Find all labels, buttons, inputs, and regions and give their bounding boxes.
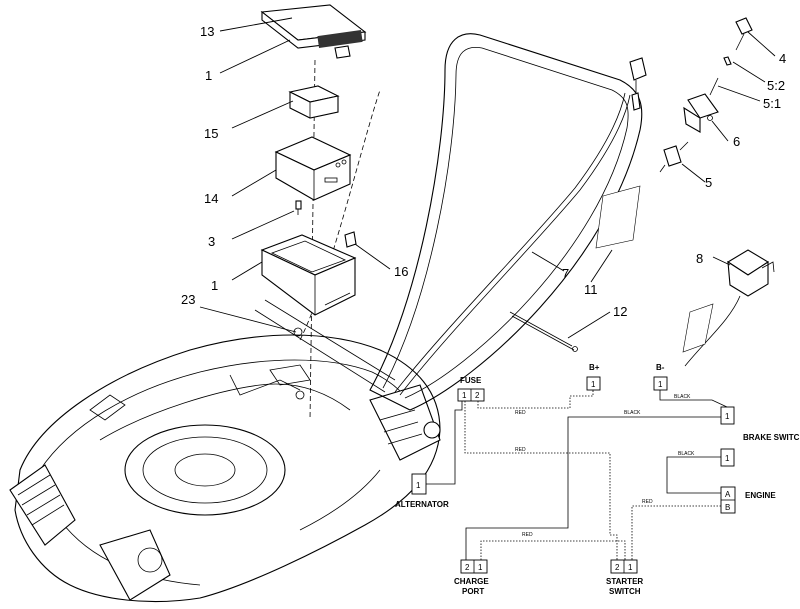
callout-15: 15 — [204, 126, 218, 141]
bminus-pin: 1 — [658, 380, 663, 389]
wire-label-black-3: BLACK — [678, 451, 695, 457]
part-11-decal — [595, 185, 641, 249]
bplus-pin: 1 — [591, 380, 596, 389]
bplus-box — [586, 376, 601, 391]
part-8-charger — [682, 249, 775, 367]
bplus-label: B+ — [589, 363, 600, 372]
starter-switch-label-2: SWITCH — [609, 587, 641, 596]
callout-5-2: 5:2 — [767, 78, 785, 93]
wire-engine-red — [631, 505, 721, 560]
part-14-battery — [274, 136, 352, 201]
callout-1-top: 1 — [205, 68, 212, 83]
wire-alternator-to-fuse — [426, 401, 463, 485]
handle-assembly — [299, 33, 643, 411]
engine-pin-a: A — [725, 490, 731, 499]
callout-4: 4 — [779, 51, 786, 66]
wire-label-black-2: BLACK — [674, 394, 691, 400]
part-15-pad — [288, 85, 340, 119]
callout-1-tray: 1 — [211, 278, 218, 293]
callout-5-1: 5:1 — [763, 96, 781, 111]
wire-fuse-to-starter — [464, 401, 618, 560]
bminus-box — [653, 376, 668, 391]
part-6-switch — [683, 93, 719, 133]
wire-label-black-1: BLACK — [624, 410, 641, 416]
fuse-label: FUSE — [460, 376, 482, 385]
part-5-2-terminal — [723, 56, 732, 66]
charge-port-pin-2: 2 — [465, 563, 470, 572]
alternator-pin: 1 — [416, 481, 421, 490]
engine-pin-1-box — [720, 448, 735, 467]
wire-bminus-to-brake — [659, 390, 728, 408]
part-12-cable-tie — [509, 311, 578, 352]
charge-port-label-1: CHARGE — [454, 577, 489, 586]
starter-switch-pin-1: 1 — [628, 563, 633, 572]
callout-14: 14 — [204, 191, 218, 206]
callout-11: 11 — [584, 282, 598, 297]
callout-16: 16 — [394, 264, 408, 279]
callout-3: 3 — [208, 234, 215, 249]
fuse-pin-2: 2 — [475, 391, 480, 400]
part-3-screw — [295, 200, 302, 215]
starter-switch-pin-2: 2 — [615, 563, 620, 572]
wire-label-red-1: RED — [515, 410, 526, 416]
alternator-label: ALTERNATOR — [395, 500, 449, 509]
wire-black-charge-to-brake — [465, 416, 721, 560]
brake-switch-pin: 1 — [725, 412, 730, 421]
callout-numbers: 13 1 15 14 3 1 16 23 4 5:2 5:1 6 5 7 11 … — [181, 24, 786, 319]
fuse-pin-1: 1 — [462, 391, 467, 400]
part-16-clip — [344, 231, 357, 248]
wire-harness — [394, 57, 647, 396]
wire-label-red-2: RED — [515, 447, 526, 453]
callout-8: 8 — [696, 251, 703, 266]
brake-switch-label: BRAKE SWITCH — [743, 433, 800, 442]
callout-13: 13 — [200, 24, 214, 39]
wire-label-red-3: RED — [642, 499, 653, 505]
wire-red-charge-to-starter — [480, 540, 626, 560]
starter-switch-label-1: STARTER — [606, 577, 643, 586]
part-1-battery-tray — [260, 234, 357, 316]
wiring-schematic: FUSE 1 2 B+ 1 B- 1 1 BRAKE SWITCH 1 A B … — [395, 363, 800, 596]
callout-6: 6 — [733, 134, 740, 149]
charge-port-pin-1: 1 — [478, 563, 483, 572]
part-13-cover — [260, 4, 367, 59]
wire-label-red-4: RED — [522, 532, 533, 538]
wire-engine-black — [666, 456, 721, 494]
bminus-label: B- — [656, 363, 665, 372]
engine-pin-1: 1 — [725, 454, 730, 463]
charge-port-label-2: PORT — [462, 587, 484, 596]
callout-12: 12 — [613, 304, 627, 319]
callout-5: 5 — [705, 175, 712, 190]
brake-switch-box — [720, 406, 735, 425]
engine-label: ENGINE — [745, 491, 776, 500]
part-5-1-terminal — [709, 77, 719, 96]
callout-7: 7 — [562, 266, 569, 281]
wire-fuse2-to-bplus — [477, 390, 594, 409]
mower-deck — [9, 299, 441, 603]
callout-23: 23 — [181, 292, 195, 307]
part-4-connector — [735, 17, 753, 51]
part-5-connector — [659, 141, 689, 173]
engine-pin-b: B — [725, 503, 730, 512]
callout-leaders — [199, 17, 776, 339]
